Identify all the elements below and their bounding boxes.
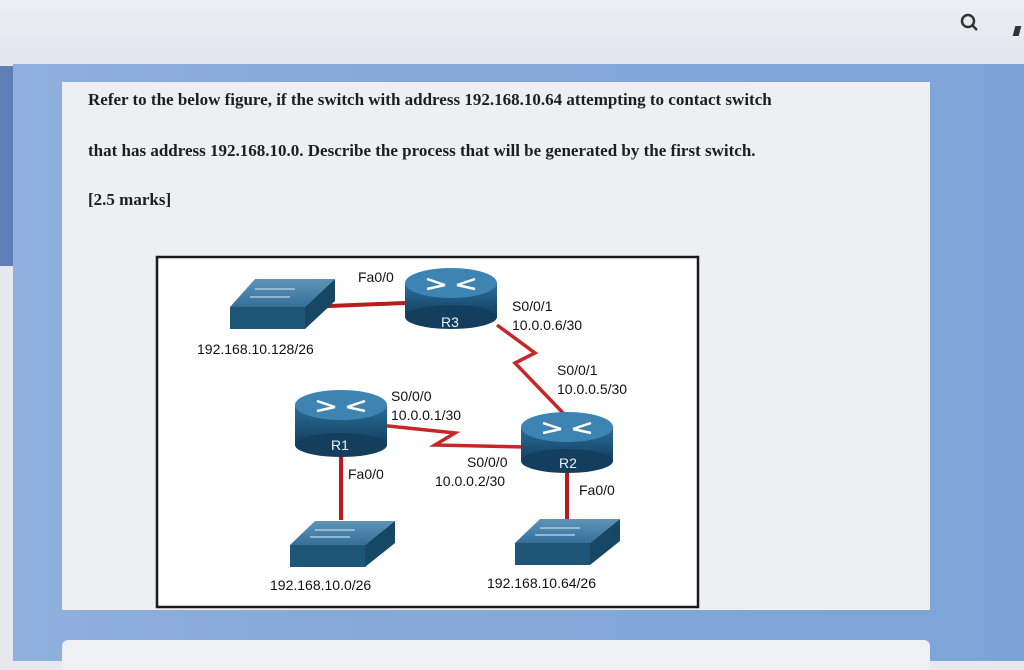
question-text-line-1: Refer to the below figure, if the switch… (88, 90, 772, 109)
switch-r1-lan (290, 521, 395, 567)
search-icon (960, 13, 978, 31)
router-r1 (295, 390, 387, 457)
lan-r3-subnet-label: 192.168.10.128/26 (197, 341, 314, 357)
switch-r3-lan (230, 279, 335, 329)
network-topology-diagram: R3 R1 R2 Fa0/0 S0/0/1 10.0.0.6/30 192.16… (155, 255, 700, 609)
serial-link-r3-r2 (495, 323, 567, 417)
r2-serial-ip-r3-label: 10.0.0.5/30 (557, 381, 627, 397)
lan-r2-subnet-label: 192.168.10.64/26 (487, 575, 596, 591)
question-marks: [2.5 marks] (88, 190, 172, 209)
switch-r2-lan (515, 519, 620, 565)
r2-serial-port-r3-label: S0/0/1 (557, 362, 598, 378)
router-r1-name: R1 (331, 437, 349, 453)
router-r3-name: R3 (441, 314, 459, 330)
r2-fa0-label: Fa0/0 (579, 482, 615, 498)
router-r2-name: R2 (559, 455, 577, 471)
router-r3 (405, 268, 497, 329)
r2-serial-port-r1-label: S0/0/0 (467, 454, 508, 470)
search-button[interactable] (958, 10, 984, 36)
question-text-line-2: that has address 192.168.10.0. Describe … (88, 141, 756, 160)
r1-serial-ip-label: 10.0.0.1/30 (391, 407, 461, 423)
serial-link-r1-r2 (378, 423, 529, 449)
router-r2 (521, 412, 613, 473)
lan-r1-subnet-label: 192.168.10.0/26 (270, 577, 371, 593)
sidebar-edge (0, 66, 13, 266)
next-card (62, 640, 930, 670)
r3-fa0-label: Fa0/0 (358, 269, 394, 285)
r3-serial-port-label: S0/0/1 (512, 298, 553, 314)
r2-serial-ip-r1-label: 10.0.0.2/30 (435, 473, 505, 489)
r1-serial-port-label: S0/0/0 (391, 388, 432, 404)
r1-fa0-label: Fa0/0 (348, 466, 384, 482)
r3-serial-ip-label: 10.0.0.6/30 (512, 317, 582, 333)
browser-top-bar (0, 0, 1024, 64)
